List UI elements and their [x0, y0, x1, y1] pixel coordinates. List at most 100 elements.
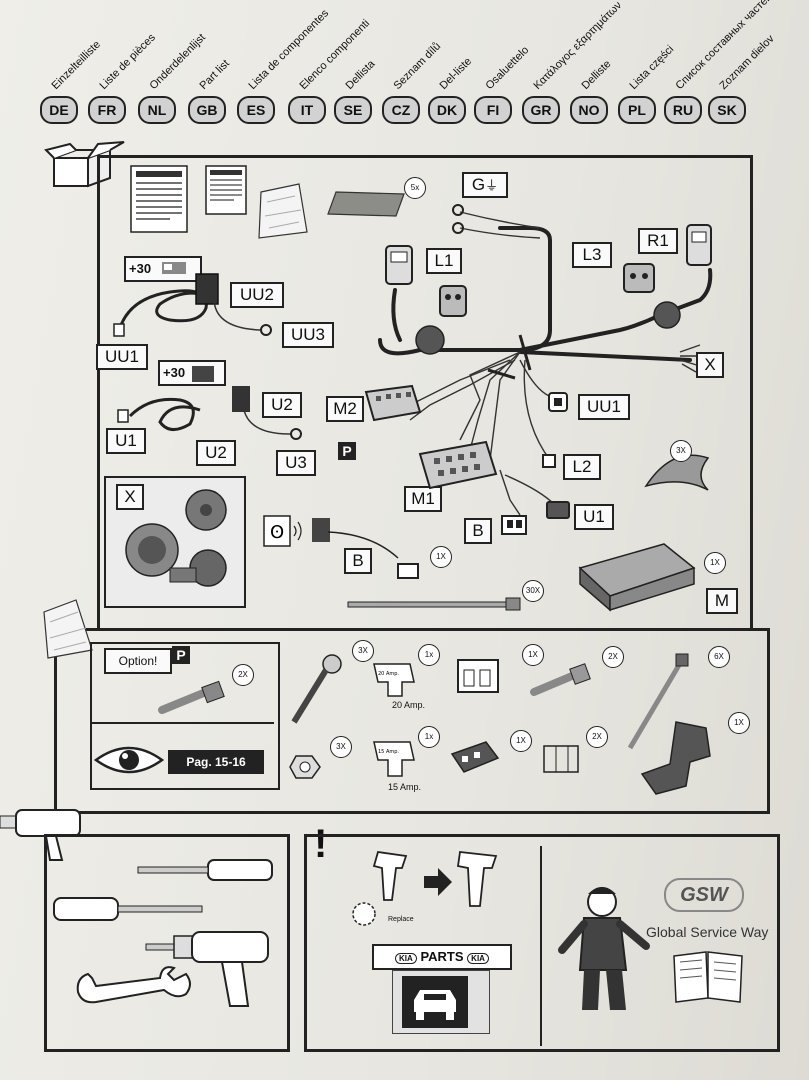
label-l2: L2	[563, 454, 601, 480]
label-uu1: UU1	[96, 344, 148, 370]
label-u3: U3	[276, 450, 316, 476]
drill-icon	[0, 809, 81, 861]
fuse15-qty-badge: 1x	[418, 726, 440, 748]
power-drill-icon	[145, 931, 269, 1007]
option-pin-icon	[158, 680, 225, 714]
adhesive-qty-badge: 3X	[670, 440, 692, 462]
label-m2: M2	[326, 396, 364, 422]
lang-code-dk: DK	[428, 96, 466, 124]
gsw-tagline: Global Service Way	[646, 924, 769, 940]
label-m: M	[706, 588, 738, 614]
connector-plug-icon	[450, 741, 500, 773]
lang-code-es: ES	[237, 96, 275, 124]
ground-icon: ⏚	[485, 178, 499, 193]
label-uu2: UU2	[230, 282, 284, 308]
lang-code-sk: SK	[708, 96, 746, 124]
connector-l1b-icon	[439, 285, 467, 317]
bracket-icon	[640, 721, 711, 795]
label-r1: R1	[638, 228, 678, 254]
relay-icon	[192, 366, 214, 382]
label-x-socket: X	[116, 484, 144, 510]
option-divider	[92, 722, 274, 724]
page-ref-badge: Pag. 15-16	[168, 750, 264, 774]
ground-ring-icon	[452, 204, 464, 234]
open-manual-icon	[673, 951, 743, 1003]
warning-frame	[304, 834, 780, 1052]
sheet-qty-badge: 5x	[404, 177, 426, 199]
screwdriver-phillips-icon	[53, 897, 203, 921]
lang-code-gb: GB	[188, 96, 226, 124]
cable-tie-small-icon	[627, 653, 689, 750]
lang-code-se: SE	[334, 96, 372, 124]
ground-label-text: G	[471, 175, 486, 194]
tools-frame	[44, 834, 290, 1052]
buzzer-qty-badge: 1X	[430, 546, 452, 568]
clip-replace-icon	[352, 850, 498, 926]
svg-text:20 Amp.: 20 Amp.	[378, 671, 399, 677]
label-u2: U2	[196, 440, 236, 466]
nut-qty-badge: 3X	[330, 736, 352, 758]
plus30-mid-text: +30	[163, 365, 186, 380]
lang-code-no: NO	[570, 96, 608, 124]
svg-text:15 Amp.: 15 Amp.	[378, 749, 399, 755]
lang-code-fi: FI	[474, 96, 512, 124]
screw-icon	[291, 654, 342, 724]
lang-code-gr: GR	[522, 96, 560, 124]
ground-label: G⏚	[462, 172, 508, 198]
label-x: X	[696, 352, 724, 378]
tie-small-qty-badge: 6X	[708, 646, 730, 668]
option-label: Option!	[104, 648, 172, 674]
label-m1: M1	[404, 486, 442, 512]
label-plus30-top: +30	[124, 256, 202, 282]
module-qty-badge: 1X	[704, 552, 726, 574]
label-l3: L3	[572, 242, 612, 268]
clip-icon	[543, 745, 579, 773]
lang-code-fr: FR	[88, 96, 126, 124]
replace-caption: Replace	[388, 916, 414, 923]
housing-qty-badge: 1X	[522, 644, 544, 666]
label-u1-right: U1	[574, 504, 614, 530]
connector-m1-icon	[418, 440, 498, 490]
lang-code-ru: RU	[664, 96, 702, 124]
label-u1: U1	[106, 428, 146, 454]
gsw-logo-text: GSW	[680, 884, 728, 906]
control-module-icon	[578, 543, 696, 612]
connector-l2-icon	[542, 454, 556, 468]
kia-logo-left: KIA	[395, 953, 417, 964]
tow-socket-icon	[125, 489, 227, 587]
lang-code-cz: CZ	[382, 96, 420, 124]
lang-code-nl: NL	[138, 96, 176, 124]
connector-b-icon	[501, 515, 527, 535]
cable-tie-icon	[347, 597, 521, 611]
accessories-frame	[54, 628, 770, 814]
car-icon	[402, 976, 468, 1028]
connector-m2-icon	[364, 384, 422, 422]
label-uu3: UU3	[282, 322, 334, 348]
fuse-15a-icon: 15 Amp.	[373, 741, 415, 777]
lang-code-it: IT	[288, 96, 326, 124]
label-l1: L1	[426, 248, 462, 274]
connector-l1-icon	[385, 245, 413, 285]
screw-qty-badge: 3X	[352, 640, 374, 662]
option-panel	[90, 642, 280, 790]
mechanic-icon	[558, 887, 650, 1010]
vehicle-icon	[162, 262, 186, 274]
harness-uu-icon	[113, 273, 272, 337]
plug-qty-badge: 1X	[510, 730, 532, 752]
parts-frame	[97, 155, 753, 630]
plastic-bag-icon-2	[43, 599, 93, 659]
connector-housing-icon	[457, 659, 499, 693]
manual-sheets-icon	[130, 165, 247, 233]
connector-uu1b-icon	[548, 392, 568, 412]
svg-text:ʘ: ʘ	[270, 522, 284, 543]
eye-icon	[93, 746, 165, 774]
warning-mark: !	[314, 822, 328, 866]
connector-r1b-icon	[686, 224, 712, 266]
wrench-icon	[76, 966, 191, 1004]
pin-qty-badge: 2X	[602, 646, 624, 668]
fuse15-caption: 15 Amp.	[388, 782, 422, 792]
label-uu1-right: UU1	[578, 394, 630, 420]
label-b: B	[464, 518, 492, 544]
